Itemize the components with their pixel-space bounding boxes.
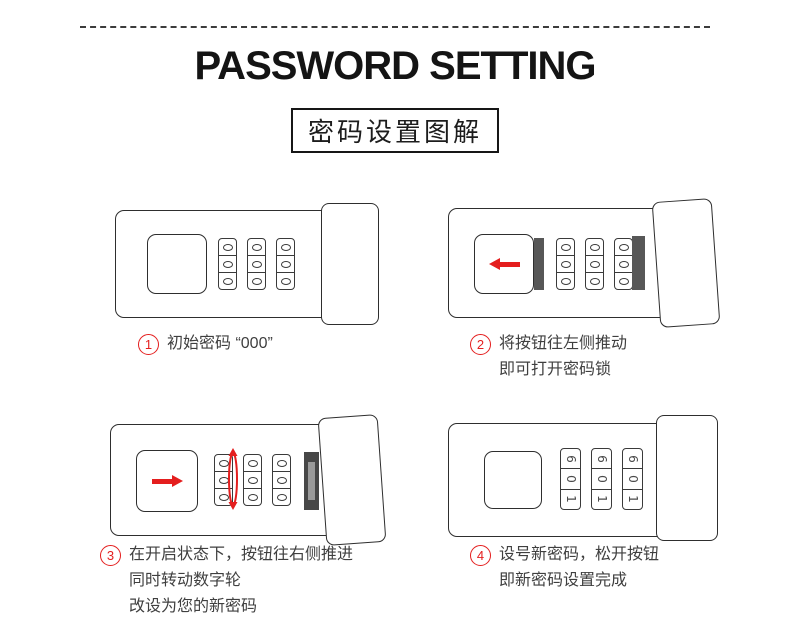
number-wheel	[214, 454, 233, 506]
digit-zero	[589, 243, 600, 251]
digit-zero	[276, 476, 287, 484]
step-number-badge: 1	[138, 334, 159, 355]
number-wheel	[243, 454, 262, 506]
digit-zero	[222, 277, 233, 285]
digit-zero	[247, 476, 258, 484]
lock-diagram-step-3	[110, 414, 390, 548]
digit-zero	[280, 243, 291, 251]
number-wheels	[556, 238, 633, 290]
digit-zero	[276, 493, 287, 501]
caption-line: 即可打开密码锁	[499, 361, 612, 378]
right-arrow-icon	[151, 475, 183, 487]
push-button	[136, 450, 198, 512]
number-wheel	[272, 454, 291, 506]
page-title: PASSWORD SETTING	[194, 44, 596, 88]
digit-zero	[589, 260, 600, 268]
digit: 1	[563, 495, 578, 504]
digit-zero	[560, 260, 571, 268]
caption-line: 将按钮往左侧推动	[499, 335, 628, 352]
step-number-badge: 3	[100, 545, 121, 566]
digit-zero	[280, 277, 291, 285]
step-caption-2: 2 将按钮往左侧推动 即可打开密码锁	[470, 331, 627, 383]
lock-diagram-step-4: 6 0 1 6 0 1 6 0 1	[448, 415, 720, 545]
number-wheel	[247, 238, 266, 290]
number-wheel	[218, 238, 237, 290]
lock-flap	[651, 198, 721, 328]
digit-zero	[618, 243, 629, 251]
digit-zero	[247, 493, 258, 501]
top-dashed-divider	[80, 26, 710, 28]
number-wheels	[218, 238, 295, 290]
digit-zero	[618, 277, 629, 285]
digit-zero	[247, 459, 258, 467]
digit-zero	[222, 260, 233, 268]
digit-zero	[218, 476, 229, 484]
number-wheel	[614, 238, 633, 290]
step-caption-3: 3 在开启状态下，按钮往右侧推进 同时转动数字轮 改设为您的新密码	[100, 542, 353, 620]
lock-diagram-step-2	[448, 198, 721, 330]
push-button	[484, 451, 542, 509]
rotate-wheel-icon	[226, 448, 240, 515]
digit: 1	[625, 495, 640, 504]
caption-line: 即新密码设置完成	[499, 572, 628, 589]
step-number-badge: 2	[470, 334, 491, 355]
digit: 6	[594, 454, 609, 463]
side-slot-bar	[632, 236, 645, 290]
digit-zero	[218, 493, 229, 501]
push-button	[147, 234, 207, 294]
lock-flap	[317, 414, 387, 546]
step-caption-4: 4 设号新密码，松开按钮 即新密码设置完成	[470, 542, 659, 594]
subtitle-box: 密码设置图解	[290, 108, 500, 153]
push-button	[474, 234, 534, 294]
digit-zero	[251, 277, 262, 285]
digit-zero	[251, 260, 262, 268]
lock-diagram-step-1	[115, 200, 379, 328]
number-wheel	[276, 238, 295, 290]
number-wheels: 6 0 1 6 0 1 6 0 1	[560, 448, 643, 510]
digit: 6	[625, 454, 640, 463]
number-wheel: 6 0 1	[622, 448, 643, 510]
digit-zero	[251, 243, 262, 251]
digit: 0	[594, 475, 609, 483]
number-wheel: 6 0 1	[591, 448, 612, 510]
digit: 6	[563, 454, 578, 463]
number-wheel	[585, 238, 604, 290]
digit-zero	[276, 459, 287, 467]
digit-zero	[560, 277, 571, 285]
digit-zero	[280, 260, 291, 268]
latch-bar	[304, 452, 319, 510]
lock-flap	[321, 203, 379, 325]
caption-line: 同时转动数字轮	[129, 572, 242, 589]
left-arrow-icon	[488, 258, 520, 270]
digit: 1	[594, 495, 609, 504]
digit: 0	[625, 475, 640, 483]
digit-zero	[560, 243, 571, 251]
number-wheels	[214, 454, 291, 506]
number-wheel	[556, 238, 575, 290]
caption-line: 在开启状态下，按钮往右侧推进	[129, 546, 354, 563]
step-caption-1: 1 初始密码 “000”	[138, 331, 273, 357]
caption-line: 设号新密码，松开按钮	[499, 546, 660, 563]
digit-zero	[618, 260, 629, 268]
digit-zero	[222, 243, 233, 251]
caption-line: 改设为您的新密码	[129, 598, 258, 615]
step-number-badge: 4	[470, 545, 491, 566]
digit: 0	[563, 475, 578, 483]
digit-zero	[589, 277, 600, 285]
button-slot-bar	[534, 238, 544, 290]
number-wheel: 6 0 1	[560, 448, 581, 510]
caption-line: 初始密码 “000”	[167, 335, 273, 352]
digit-zero	[218, 459, 229, 467]
lock-flap	[656, 415, 718, 541]
